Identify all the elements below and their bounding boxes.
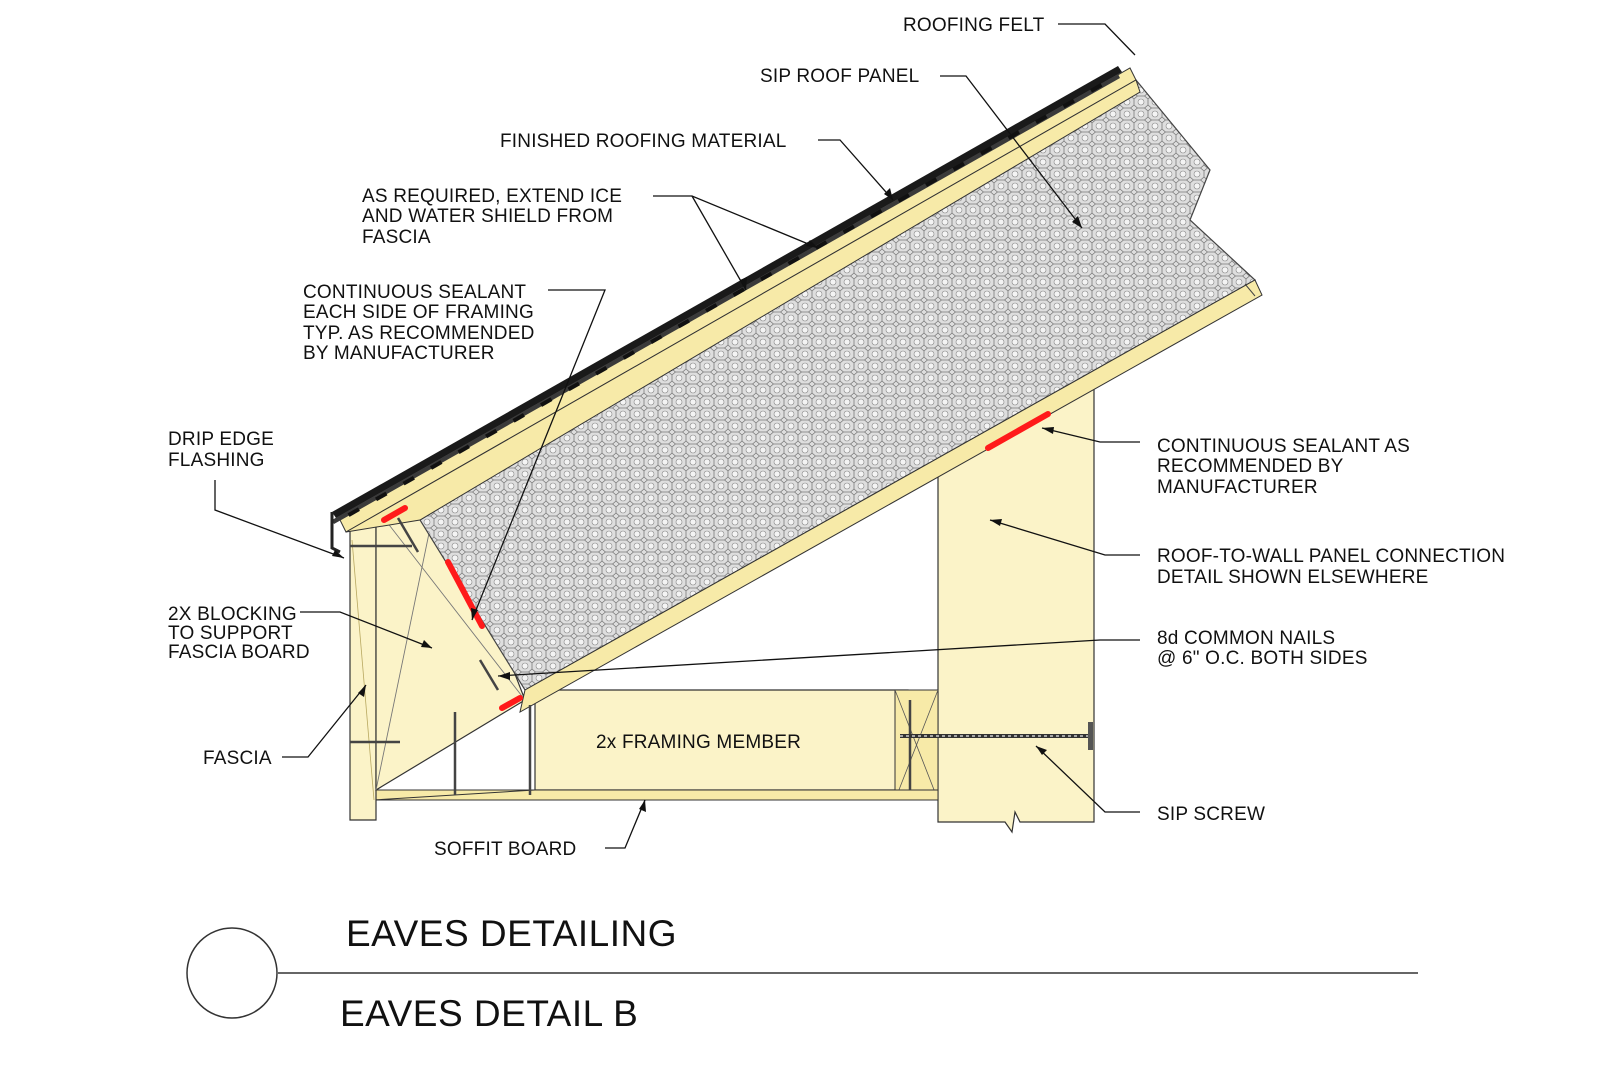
shingle-tick: [1007, 130, 1020, 140]
shingle-tick: [925, 177, 938, 187]
svg-text:SIP ROOF PANEL: SIP ROOF PANEL: [760, 66, 919, 87]
callout-sealant-framing: CONTINUOUS SEALANT EACH SIDE OF FRAMING …: [303, 282, 535, 364]
callout-soffit: SOFFIT BOARD: [434, 839, 576, 860]
shingle-tick: [952, 161, 965, 172]
svg-text:FINISHED ROOFING MATERIAL: FINISHED ROOFING MATERIAL: [500, 131, 787, 152]
callout-blocking: 2X BLOCKING TO SUPPORT FASCIA BOARD: [168, 604, 310, 663]
title-block: EAVES DETAILING EAVES DETAIL B: [186, 913, 1418, 1034]
svg-text:MANUFACTURER: MANUFACTURER: [1157, 477, 1318, 498]
shingle-tick: [1062, 98, 1075, 109]
shingle-tick: [787, 256, 800, 266]
shingle-tick: [457, 444, 470, 454]
sip-screw: [900, 722, 1093, 750]
framing-member: [534, 689, 939, 801]
callout-ice-shield: AS REQUIRED, EXTEND ICE AND WATER SHIELD…: [362, 186, 622, 248]
svg-text:CONTINUOUS SEALANT AS: CONTINUOUS SEALANT AS: [1157, 436, 1410, 457]
shingle-tick: [375, 491, 388, 502]
svg-text:@ 6" O.C. BOTH SIDES: @ 6" O.C. BOTH SIDES: [1157, 648, 1368, 669]
svg-text:AS REQUIRED, EXTEND ICE: AS REQUIRED, EXTEND ICE: [362, 186, 622, 207]
shingle-tick: [512, 413, 525, 423]
shingle-tick: [430, 460, 443, 470]
shingle-tick: [705, 303, 718, 313]
fascia-board: [349, 507, 377, 821]
nails: [350, 517, 912, 795]
shingle-tick: [567, 381, 580, 392]
callout-finished-roofing: FINISHED ROOFING MATERIAL: [500, 131, 787, 152]
sealant-strips: [381, 411, 1051, 711]
callout-fascia: FASCIA: [203, 748, 272, 769]
shingle-tick: [650, 334, 663, 344]
arrowheads: [332, 188, 1082, 812]
svg-text:RECOMMENDED BY: RECOMMENDED BY: [1157, 456, 1344, 477]
shingle-ticks: [347, 83, 1103, 517]
shingle-tick: [677, 318, 690, 329]
shingle-tick: [1035, 114, 1048, 124]
shingle-tick: [760, 271, 773, 282]
shingle-tick: [1090, 83, 1103, 93]
svg-text:DRIP EDGE: DRIP EDGE: [168, 429, 274, 450]
shingle-tick: [485, 428, 498, 439]
svg-text:SOFFIT BOARD: SOFFIT BOARD: [434, 839, 576, 860]
callout-sealant-manufacturer: CONTINUOUS SEALANT AS RECOMMENDED BY MAN…: [1157, 436, 1410, 498]
callout-sip-screw: SIP SCREW: [1157, 804, 1265, 825]
soffit-board: [372, 789, 939, 801]
drip-edge-flashing: [330, 512, 341, 554]
svg-text:FLASHING: FLASHING: [168, 450, 265, 471]
svg-text:DETAIL SHOWN ELSEWHERE: DETAIL SHOWN ELSEWHERE: [1157, 567, 1429, 588]
svg-text:8d COMMON NAILS: 8d COMMON NAILS: [1157, 628, 1335, 649]
svg-text:CONTINUOUS SEALANT: CONTINUOUS SEALANT: [303, 282, 526, 303]
svg-text:2X BLOCKING: 2X BLOCKING: [168, 604, 297, 625]
svg-text:AND WATER SHIELD FROM: AND WATER SHIELD FROM: [362, 206, 613, 227]
finished-roofing: [332, 66, 1122, 524]
shingle-tick: [347, 507, 360, 517]
svg-text:2x FRAMING MEMBER: 2x FRAMING MEMBER: [596, 732, 801, 753]
shingle-tick: [897, 193, 910, 203]
shingle-tick: [842, 224, 855, 234]
shingle-tick: [540, 397, 553, 407]
svg-text:EACH SIDE OF FRAMING: EACH SIDE OF FRAMING: [303, 302, 534, 323]
title-main: EAVES DETAILING: [346, 913, 677, 954]
callout-nails: 8d COMMON NAILS @ 6" O.C. BOTH SIDES: [1157, 628, 1368, 669]
svg-text:SIP SCREW: SIP SCREW: [1157, 804, 1265, 825]
callout-roof-to-wall: ROOF-TO-WALL PANEL CONNECTION DETAIL SHO…: [1157, 546, 1505, 588]
svg-text:ROOF-TO-WALL PANEL CONNECTION: ROOF-TO-WALL PANEL CONNECTION: [1157, 546, 1505, 567]
callout-roofing-felt: ROOFING FELT: [903, 15, 1045, 36]
callout-drip-edge: DRIP EDGE FLASHING: [168, 429, 274, 471]
svg-text:BY MANUFACTURER: BY MANUFACTURER: [303, 343, 495, 364]
svg-text:FASCIA: FASCIA: [362, 227, 431, 248]
svg-text:TO SUPPORT: TO SUPPORT: [168, 623, 293, 644]
shingle-tick: [402, 476, 415, 486]
title-sub: EAVES DETAIL B: [340, 993, 638, 1034]
svg-text:TYP. AS RECOMMENDED: TYP. AS RECOMMENDED: [303, 323, 535, 344]
svg-text:FASCIA BOARD: FASCIA BOARD: [168, 642, 310, 663]
shingle-tick: [980, 146, 993, 156]
svg-text:FASCIA: FASCIA: [203, 748, 272, 769]
shingle-tick: [870, 208, 883, 219]
label-framing-member: 2x FRAMING MEMBER: [596, 732, 801, 753]
svg-text:ROOFING FELT: ROOFING FELT: [903, 15, 1045, 36]
callout-sip-roof-panel: SIP ROOF PANEL: [760, 66, 919, 87]
detail-bubble: [186, 927, 278, 1019]
shingle-tick: [622, 350, 635, 360]
leader-lines: [214, 23, 1140, 849]
shingle-tick: [595, 366, 608, 376]
sip-roof-panel: [339, 67, 1263, 713]
shingle-tick: [815, 240, 828, 250]
shingle-tick: [732, 287, 745, 297]
